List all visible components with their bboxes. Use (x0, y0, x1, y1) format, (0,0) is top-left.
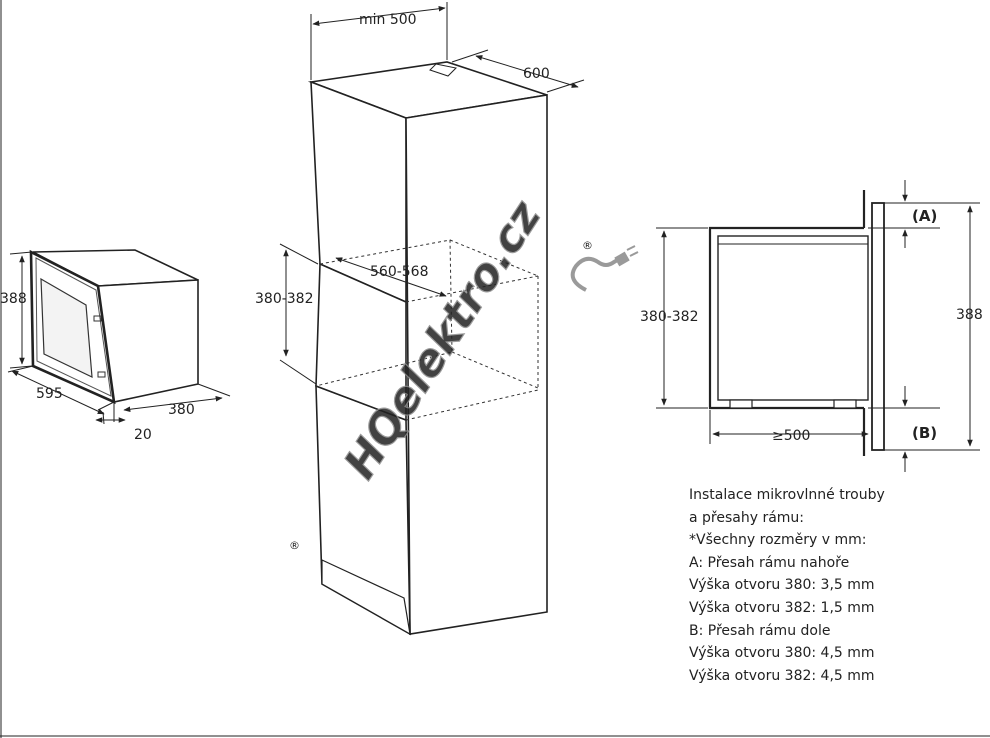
cabinet-inner-width-label: 560-568 (370, 264, 429, 280)
registered-mark-small: ® (289, 539, 300, 552)
note-line: a přesahy rámu: (689, 509, 805, 526)
cabinet-drawing (279, 2, 585, 636)
section-depth-label: ≥500 (772, 428, 810, 444)
registered-mark: ® (582, 239, 593, 252)
frame-label-a: (A) (912, 207, 937, 225)
microwave-width-label: 595 (36, 386, 63, 402)
cabinet-top-width-label: min 500 (359, 12, 417, 28)
note-line: *Všechny rozměry v mm: (689, 532, 867, 549)
plug-icon (570, 245, 639, 292)
note-line: Výška otvoru 380: 4,5 mm (689, 645, 875, 662)
installation-notes: Instalace mikrovlnné trouby a přesahy rá… (689, 484, 979, 687)
microwave-depth-label: 380 (168, 402, 195, 418)
note-line: Výška otvoru 382: 1,5 mm (689, 599, 875, 616)
section-opening-height-label: 380-382 (640, 309, 699, 325)
microwave-drawing (7, 249, 231, 425)
note-line: B: Přesah rámu dole (689, 622, 831, 639)
cabinet-depth-label: 600 (523, 66, 550, 82)
section-total-height-label: 388 (956, 307, 983, 323)
note-line: Výška otvoru 382: 4,5 mm (689, 667, 875, 684)
microwave-height-label: 388 (0, 291, 27, 307)
section-drawing (656, 180, 980, 472)
microwave-frame-label: 20 (134, 427, 152, 443)
cabinet-opening-height-label: 380-382 (255, 291, 314, 307)
note-line: Instalace mikrovlnné trouby (689, 487, 885, 503)
note-line: A: Přesah rámu nahoře (689, 554, 850, 571)
note-line: Výška otvoru 380: 3,5 mm (689, 577, 875, 594)
frame-label-b: (B) (912, 424, 937, 442)
